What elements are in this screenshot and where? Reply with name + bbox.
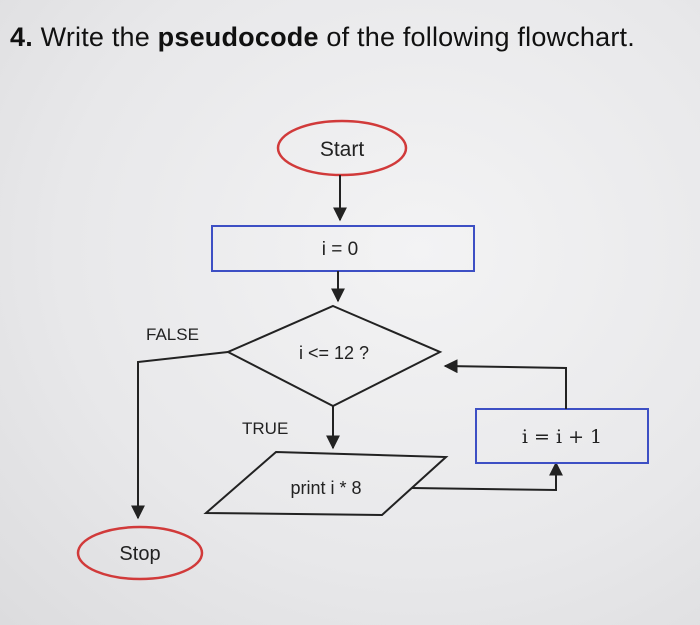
false-label: FALSE [146, 325, 199, 344]
increment-label: i = i + 1 [522, 426, 602, 448]
stop-label: Stop [119, 543, 160, 565]
output-label: print i * 8 [290, 478, 361, 498]
question-bold-word: pseudocode [157, 22, 319, 52]
output-parallelogram [203, 450, 449, 517]
init-label: i = 0 [322, 239, 358, 260]
question-number: 4. [10, 22, 33, 52]
question-text: 4. Write the pseudocode of the following… [10, 22, 635, 53]
start-label: Start [320, 138, 365, 161]
question-prefix: Write the [40, 22, 150, 52]
false-branch-line [131, 351, 229, 520]
question-suffix: of the following flowchart. [326, 22, 635, 52]
increment-process-box [475, 408, 649, 464]
decision-label: i <= 12 ? [299, 343, 369, 363]
init-process-box [211, 225, 475, 272]
stop-terminal [76, 525, 204, 581]
arrow-increment-to-decision [443, 359, 567, 409]
arrow-output-to-increment [411, 461, 563, 492]
true-label: TRUE [242, 419, 288, 438]
start-terminal [276, 119, 408, 177]
